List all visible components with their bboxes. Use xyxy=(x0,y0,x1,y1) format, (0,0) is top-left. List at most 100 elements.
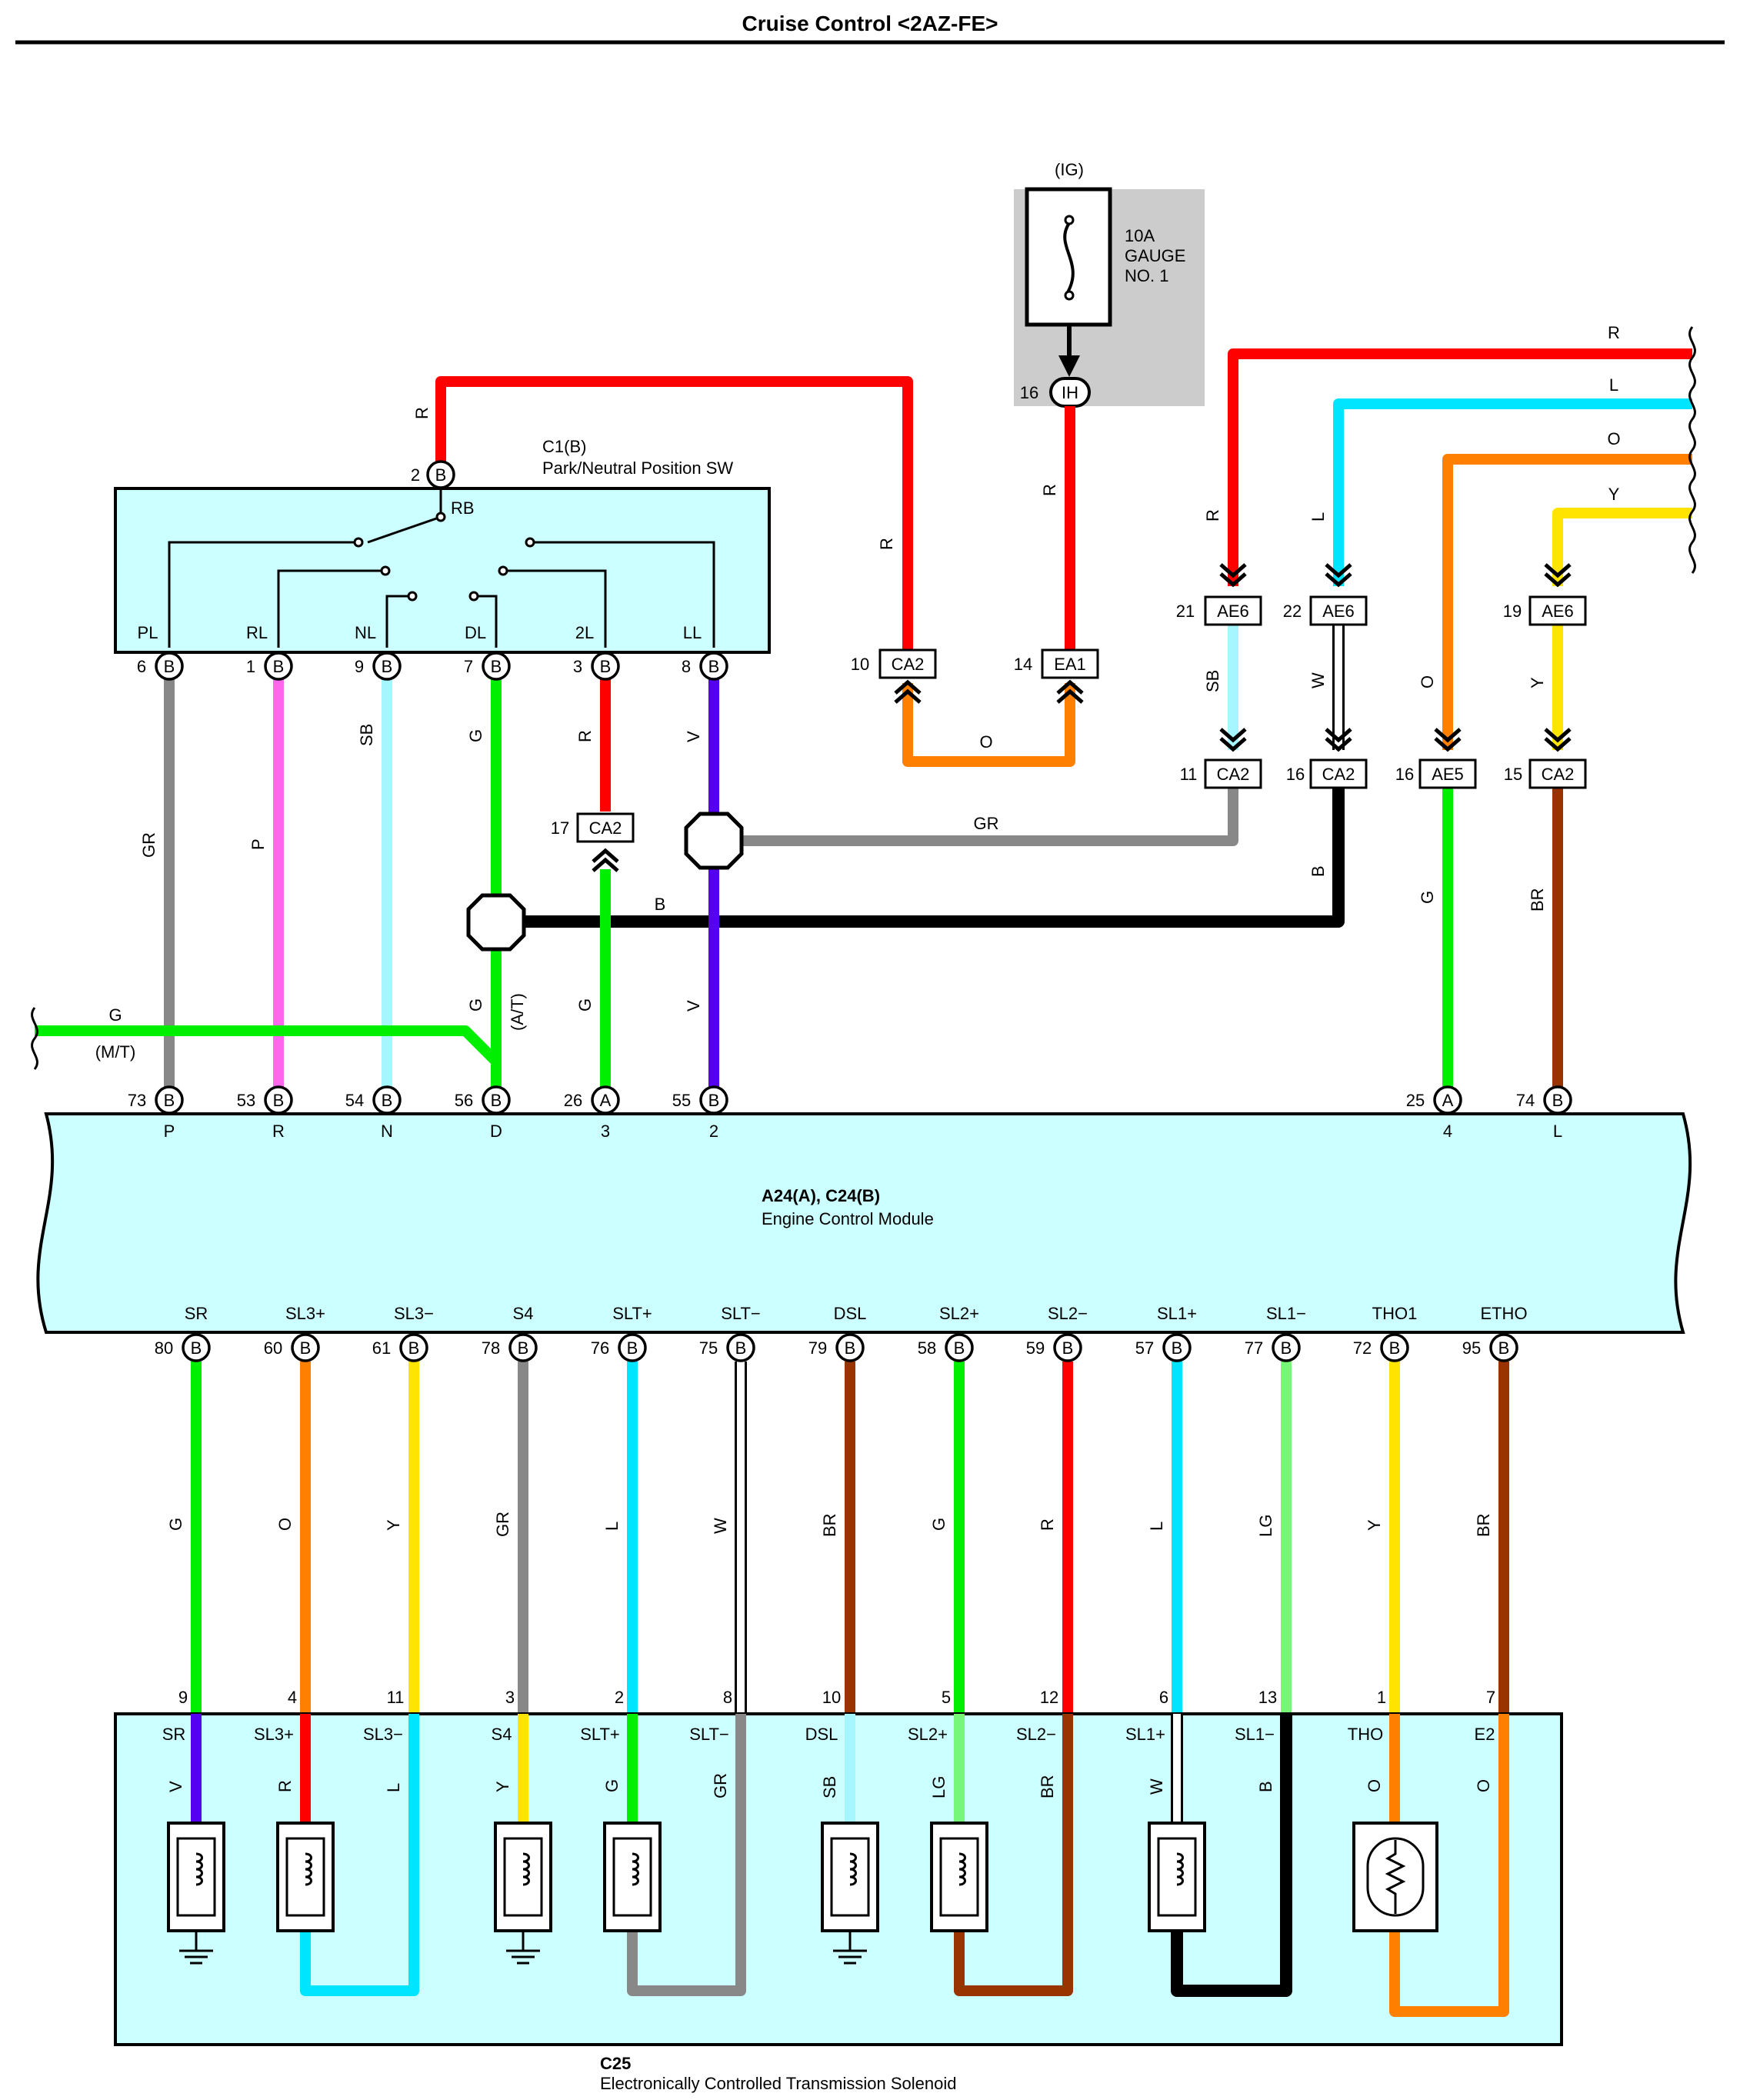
svg-text:P: P xyxy=(248,838,268,850)
svg-text:DL: DL xyxy=(465,623,486,642)
solenoid-name: Electronically Controlled Transmission S… xyxy=(600,2074,956,2093)
svg-text:W: W xyxy=(1308,672,1328,688)
svg-text:59: 59 xyxy=(1026,1338,1045,1358)
svg-text:72: 72 xyxy=(1353,1338,1372,1358)
svg-text:55: 55 xyxy=(672,1091,691,1110)
svg-text:B: B xyxy=(1308,865,1328,877)
svg-text:BR: BR xyxy=(1474,1513,1493,1537)
fuse-icon xyxy=(1063,222,1075,293)
svg-text:CA2: CA2 xyxy=(1217,765,1250,784)
svg-text:Y: Y xyxy=(1608,485,1620,504)
ecm: A24(A), C24(B) Engine Control Module 73P… xyxy=(36,1085,1692,1334)
svg-text:76: 76 xyxy=(591,1338,609,1358)
svg-text:O: O xyxy=(275,1518,295,1531)
svg-text:61: 61 xyxy=(372,1338,391,1358)
svg-text:R: R xyxy=(1040,484,1059,496)
solenoid-sr xyxy=(167,1822,225,1932)
svg-text:GR: GR xyxy=(711,1773,730,1798)
svg-text:15: 15 xyxy=(1504,765,1522,784)
svg-text:O: O xyxy=(1607,429,1620,448)
svg-text:G: G xyxy=(1418,891,1437,904)
solenoid-id: C25 xyxy=(600,2054,631,2073)
svg-text:BR: BR xyxy=(1528,888,1547,912)
svg-text:53: 53 xyxy=(237,1091,255,1110)
svg-text:73: 73 xyxy=(128,1091,146,1110)
svg-text:CA2: CA2 xyxy=(589,818,622,838)
svg-text:8: 8 xyxy=(682,657,691,676)
svg-text:R: R xyxy=(877,538,896,550)
svg-text:THO1: THO1 xyxy=(1372,1304,1418,1323)
svg-text:RL: RL xyxy=(246,623,268,642)
svg-text:O: O xyxy=(979,732,992,752)
ecm-bottom-pins: 80 60 61 78 76 75 79 58 59 57 77 72 95 xyxy=(155,1333,1518,1362)
fuse-block: (IG) 10A GAUGE NO. 1 IH 16 xyxy=(1014,160,1205,408)
svg-text:O: O xyxy=(1474,1779,1493,1792)
solenoid-sl1 xyxy=(1148,1822,1206,1932)
svg-text:LG: LG xyxy=(929,1776,948,1798)
svg-text:G: G xyxy=(166,1518,185,1531)
svg-text:V: V xyxy=(684,731,703,742)
svg-text:10: 10 xyxy=(851,655,869,674)
ecm-body xyxy=(36,1112,1692,1334)
ecm-name: Engine Control Module xyxy=(762,1209,934,1228)
svg-text:O: O xyxy=(1418,675,1437,688)
pnp-switch-name: Park/Neutral Position SW xyxy=(542,458,733,478)
svg-text:D: D xyxy=(490,1122,502,1141)
pnp-switch-contacts xyxy=(168,488,715,648)
svg-text:SL2−: SL2− xyxy=(1016,1725,1056,1744)
svg-text:11: 11 xyxy=(387,1688,405,1707)
svg-text:CA2: CA2 xyxy=(892,655,925,674)
pnp-switch-id: C1(B) xyxy=(542,437,586,456)
svg-text:R: R xyxy=(1203,509,1222,522)
svg-text:S4: S4 xyxy=(513,1304,534,1323)
svg-text:SL2+: SL2+ xyxy=(939,1304,979,1323)
svg-text:EA1: EA1 xyxy=(1054,655,1086,674)
solenoid-signal-labels: SR SL3+ SL3− S4 SLT+ SLT− DSL SL2+ SL2− … xyxy=(162,1725,1495,1744)
svg-text:NL: NL xyxy=(355,623,376,642)
svg-text:W: W xyxy=(1147,1778,1166,1795)
svg-text:DSL: DSL xyxy=(834,1304,867,1323)
lower-wires xyxy=(191,1362,1509,1714)
svg-text:SL1−: SL1− xyxy=(1235,1725,1275,1744)
svg-text:SLT−: SLT− xyxy=(721,1304,761,1323)
svg-text:57: 57 xyxy=(1135,1338,1154,1358)
svg-text:Y: Y xyxy=(493,1781,512,1792)
fuse-ig-label: (IG) xyxy=(1055,160,1084,179)
fuse-rating: 10A xyxy=(1125,226,1155,245)
wire-r-right xyxy=(1228,348,1692,586)
svg-text:DSL: DSL xyxy=(805,1725,838,1744)
thermistor-icon xyxy=(1352,1822,1438,1932)
svg-text:4: 4 xyxy=(288,1688,297,1707)
svg-text:G: G xyxy=(602,1779,622,1792)
at-label: (A/T) xyxy=(508,993,527,1031)
svg-text:14: 14 xyxy=(1014,655,1032,674)
svg-text:R: R xyxy=(412,407,432,419)
svg-text:SL1−: SL1− xyxy=(1266,1304,1306,1323)
svg-text:8: 8 xyxy=(723,1688,732,1707)
ecm-id: A24(A), C24(B) xyxy=(762,1186,880,1205)
wire-r-pnp xyxy=(435,376,913,650)
wire-break-marks xyxy=(31,326,1696,1070)
svg-text:THO: THO xyxy=(1348,1725,1383,1744)
svg-text:LG: LG xyxy=(1256,1515,1275,1537)
svg-text:54: 54 xyxy=(345,1091,364,1110)
fuse-name-1: GAUGE xyxy=(1125,246,1185,265)
svg-text:10: 10 xyxy=(822,1688,841,1707)
svg-text:9: 9 xyxy=(178,1688,188,1707)
svg-text:58: 58 xyxy=(918,1338,936,1358)
svg-text:L: L xyxy=(1308,512,1328,522)
svg-text:3: 3 xyxy=(601,1122,610,1141)
svg-text:SL3−: SL3− xyxy=(363,1725,403,1744)
svg-text:SL1+: SL1+ xyxy=(1125,1725,1165,1744)
svg-text:G: G xyxy=(929,1518,948,1531)
pnp-rb-label: RB xyxy=(451,498,475,518)
splice-g xyxy=(466,893,526,952)
solenoid-slt xyxy=(603,1822,662,1932)
wire-o-jumper xyxy=(902,683,1075,767)
svg-text:SB: SB xyxy=(820,1776,839,1798)
svg-text:BR: BR xyxy=(1038,1775,1057,1798)
svg-text:SL2+: SL2+ xyxy=(908,1725,948,1744)
wire-l-right xyxy=(1333,398,1692,586)
svg-text:4: 4 xyxy=(1443,1122,1452,1141)
